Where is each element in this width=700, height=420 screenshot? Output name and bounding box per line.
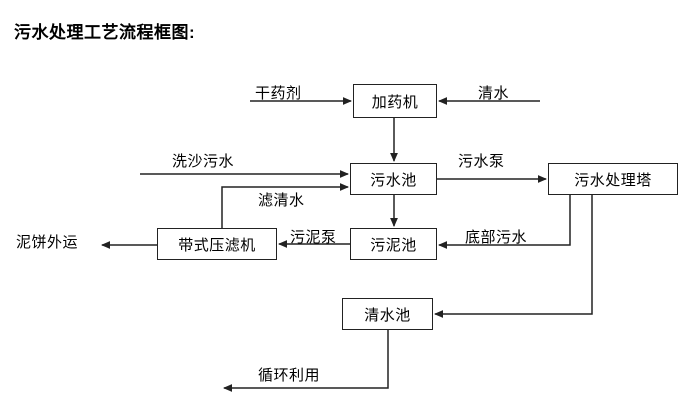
node-sewage-treatment-tower-label: 污水处理塔 bbox=[574, 171, 652, 189]
terminal-sand-wash-sewage: 洗沙污水 bbox=[172, 153, 235, 170]
terminal-clean-water: 清水 bbox=[478, 85, 510, 102]
terminal-dry-agent: 干药剂 bbox=[255, 85, 302, 102]
edge-press-to-sewage-filtrate bbox=[221, 183, 349, 228]
edge-label-filtrate: 滤清水 bbox=[258, 192, 305, 209]
node-clear-water-pool-label: 清水池 bbox=[364, 306, 411, 324]
edge-clear-to-recycle bbox=[223, 330, 389, 392]
node-dosing-machine-label: 加药机 bbox=[371, 93, 419, 111]
page-title: 污水处理工艺流程框图: bbox=[14, 23, 196, 42]
node-sewage-treatment-tower[interactable]: 污水处理塔 bbox=[548, 163, 678, 195]
node-dosing-machine[interactable]: 加药机 bbox=[353, 84, 437, 118]
terminal-mud-cake-transport: 泥饼外运 bbox=[16, 234, 79, 251]
node-belt-filter-press-label: 带式压滤机 bbox=[178, 236, 256, 254]
node-sludge-pool-label: 污泥池 bbox=[370, 236, 417, 254]
edge-label-sewage-pump: 污水泵 bbox=[458, 153, 505, 170]
node-clear-water-pool[interactable]: 清水池 bbox=[342, 298, 433, 330]
edge-tower-to-sludge bbox=[438, 195, 571, 249]
edge-tower-to-clear bbox=[434, 195, 593, 318]
node-sewage-pool[interactable]: 污水池 bbox=[350, 163, 437, 195]
edge-label-bottom-sewage: 底部污水 bbox=[465, 229, 528, 246]
node-belt-filter-press[interactable]: 带式压滤机 bbox=[157, 228, 277, 260]
node-sludge-pool[interactable]: 污泥池 bbox=[350, 228, 437, 260]
edge-label-sludge-pump: 污泥泵 bbox=[290, 229, 337, 246]
node-sewage-pool-label: 污水池 bbox=[370, 171, 417, 189]
edge-label-recycle-reuse: 循环利用 bbox=[258, 367, 321, 384]
